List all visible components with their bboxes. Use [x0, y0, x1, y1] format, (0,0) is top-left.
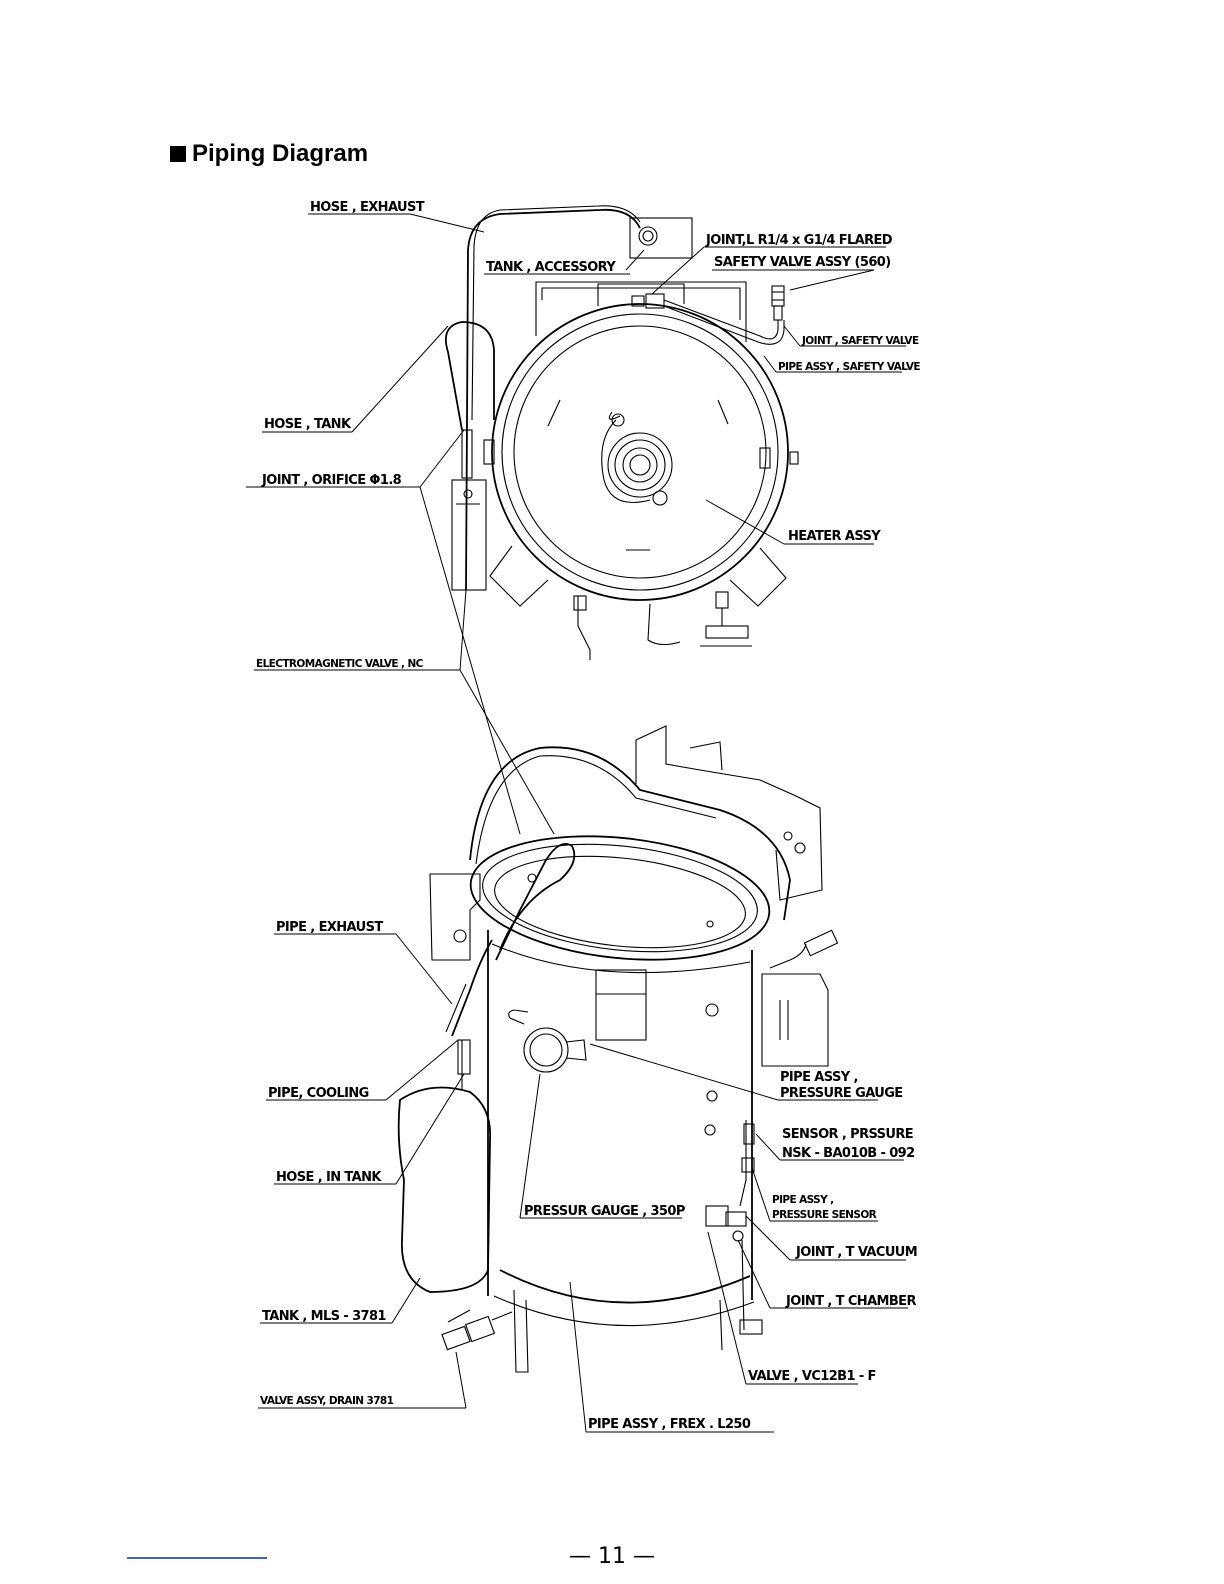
bottom-chamber-assembly	[397, 725, 839, 1373]
page-title-text: Piping Diagram	[192, 140, 369, 167]
page-title: Piping Diagram	[170, 140, 368, 168]
callout-labels: HOSE , EXHAUST TANK , ACCESSORY JOINT,L …	[256, 200, 921, 1432]
label-pipe-assy-pressure-gauge-line2: PRESSURE GAUGE	[780, 1086, 903, 1101]
top-view-assembly	[444, 205, 799, 660]
page-number: — 11 —	[569, 1544, 655, 1569]
label-hose-in-tank: HOSE , IN TANK	[276, 1170, 382, 1185]
label-tank-mls: TANK , MLS - 3781	[262, 1309, 386, 1324]
label-tank-accessory: TANK , ACCESSORY	[486, 260, 616, 275]
leader-lines	[246, 213, 908, 1433]
label-pipe-assy-pressure-sensor-line1: PIPE ASSY ,	[772, 1194, 834, 1206]
label-joint-t-vacuum: JOINT , T VACUUM	[795, 1245, 917, 1260]
label-electromagnetic-valve: ELECTROMAGNETIC VALVE , NC	[256, 658, 424, 670]
label-joint-orifice: JOINT , ORIFICE Φ1.8	[261, 473, 402, 488]
label-valve-assy-drain: VALVE ASSY, DRAIN 3781	[260, 1395, 394, 1407]
label-hose-tank: HOSE , TANK	[264, 417, 352, 432]
accessory-tank-box	[629, 217, 693, 259]
label-pipe-cooling: PIPE, COOLING	[268, 1086, 369, 1101]
label-valve-vc: VALVE , VC12B1 - F	[748, 1369, 876, 1384]
label-sensor-pressure-line1: SENSOR , PRSSURE	[782, 1127, 913, 1142]
label-pipe-assy-frex: PIPE ASSY , FREX . L250	[588, 1417, 751, 1432]
label-pipe-assy-pressure-gauge-line1: PIPE ASSY ,	[780, 1070, 858, 1085]
label-pipe-assy-safety-valve: PIPE ASSY , SAFETY VALVE	[778, 361, 920, 373]
label-pipe-assy-pressure-sensor-line2: PRESSURE SENSOR	[772, 1209, 877, 1221]
label-pipe-exhaust: PIPE , EXHAUST	[276, 920, 383, 935]
label-hose-exhaust: HOSE , EXHAUST	[310, 200, 425, 215]
label-sensor-pressure-line2: NSK - BA010B - 092	[782, 1146, 915, 1161]
label-joint-l: JOINT,L R1/4 x G1/4 FLARED	[705, 233, 893, 248]
label-safety-valve-assy: SAFETY VALVE ASSY (560)	[714, 255, 891, 270]
label-joint-t-chamber: JOINT , T CHAMBER	[785, 1294, 916, 1309]
label-pressure-gauge: PRESSUR GAUGE , 350P	[524, 1204, 685, 1219]
label-heater-assy: HEATER ASSY	[788, 529, 881, 544]
bottom-rule	[127, 1557, 267, 1559]
bullet-square-icon	[170, 146, 186, 162]
label-joint-safety-valve: JOINT , SAFETY VALVE	[801, 335, 919, 347]
